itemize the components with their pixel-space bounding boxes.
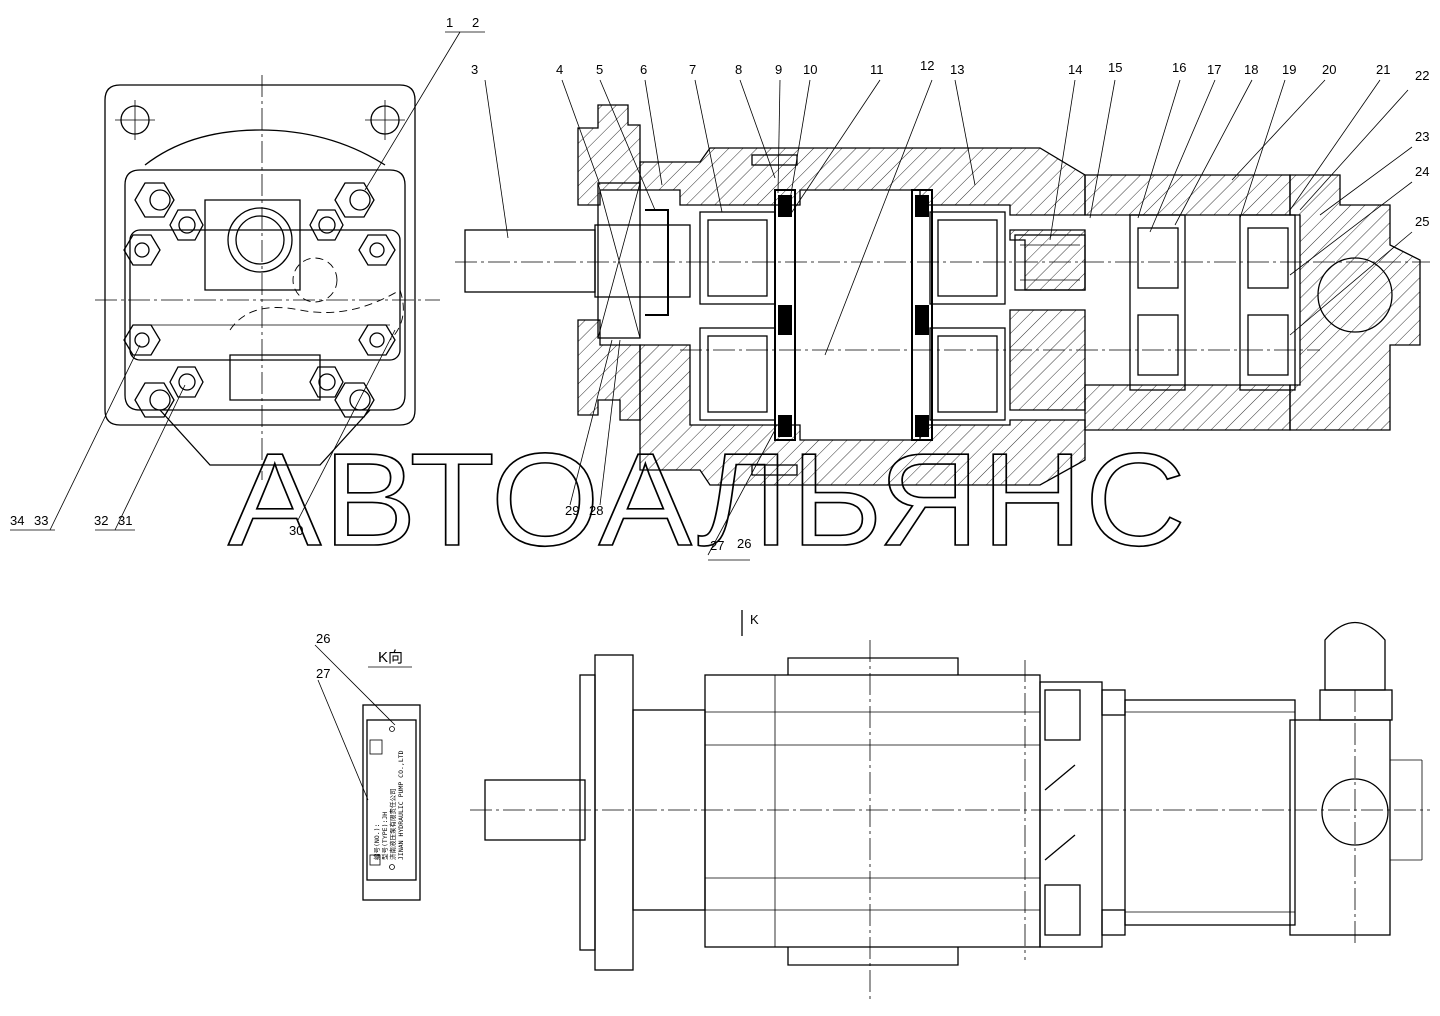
callout-26-kview: 26 <box>316 631 330 646</box>
nameplate-line-2: 型号(TYPE):JH <box>380 812 389 860</box>
callout-32: 32 <box>94 513 108 528</box>
callout-6: 6 <box>640 62 647 77</box>
bolt-heads <box>123 182 396 418</box>
gear-bearings <box>699 189 1296 441</box>
callout-17: 17 <box>1207 62 1221 77</box>
callout-34: 34 <box>10 513 24 528</box>
nameplate-line-1: 编号(NO.): <box>372 824 381 860</box>
callout-27: 27 <box>710 538 724 553</box>
callout-13: 13 <box>950 62 964 77</box>
k-view-nameplate <box>362 704 421 901</box>
callout-20: 20 <box>1322 62 1336 77</box>
nameplate-line-3: 济南液压泵有限责任公司 <box>388 789 397 861</box>
section-view <box>455 104 1430 486</box>
callout-14: 14 <box>1068 62 1082 77</box>
callout-27-kview: 27 <box>316 666 330 681</box>
callout-3: 3 <box>471 62 478 77</box>
callout-26: 26 <box>737 536 751 551</box>
callout-18: 18 <box>1244 62 1258 77</box>
callout-2: 2 <box>472 15 479 30</box>
callout-8: 8 <box>735 62 742 77</box>
section-mark-k: K <box>750 612 759 627</box>
front-end-view <box>95 75 440 480</box>
callout-numbers: 1 2 3 4 5 6 7 8 9 10 11 12 13 14 15 16 1… <box>10 15 1429 681</box>
callout-19: 19 <box>1282 62 1296 77</box>
callout-33: 33 <box>34 513 48 528</box>
callout-1: 1 <box>446 15 453 30</box>
callout-4: 4 <box>556 62 563 77</box>
callout-23: 23 <box>1415 129 1429 144</box>
callout-22: 22 <box>1415 68 1429 83</box>
callout-5: 5 <box>596 62 603 77</box>
callout-25: 25 <box>1415 214 1429 229</box>
callout-7: 7 <box>689 62 696 77</box>
callout-31: 31 <box>118 513 132 528</box>
callout-29: 29 <box>565 503 579 518</box>
k-view-label: K向 <box>378 649 403 666</box>
side-outer-view <box>470 610 1430 1000</box>
callout-11: 11 <box>870 62 884 77</box>
callout-30: 30 <box>289 523 303 538</box>
nameplate-text: 编号(NO.): 型号(TYPE):JH 济南液压泵有限责任公司 JINAN H… <box>372 750 405 860</box>
callout-21: 21 <box>1376 62 1390 77</box>
callout-9: 9 <box>775 62 782 77</box>
watermark-text: АВТОАЛЬЯНС <box>228 426 1188 573</box>
callout-10: 10 <box>803 62 817 77</box>
callout-24: 24 <box>1415 164 1429 179</box>
callout-16: 16 <box>1172 60 1186 75</box>
leader-lines <box>10 31 1413 801</box>
callout-15: 15 <box>1108 60 1122 75</box>
callout-12: 12 <box>920 58 934 73</box>
callout-28: 28 <box>589 503 603 518</box>
nameplate-line-4: JINAN HYDRAULIC PUMP CO.,LTD <box>397 750 405 860</box>
